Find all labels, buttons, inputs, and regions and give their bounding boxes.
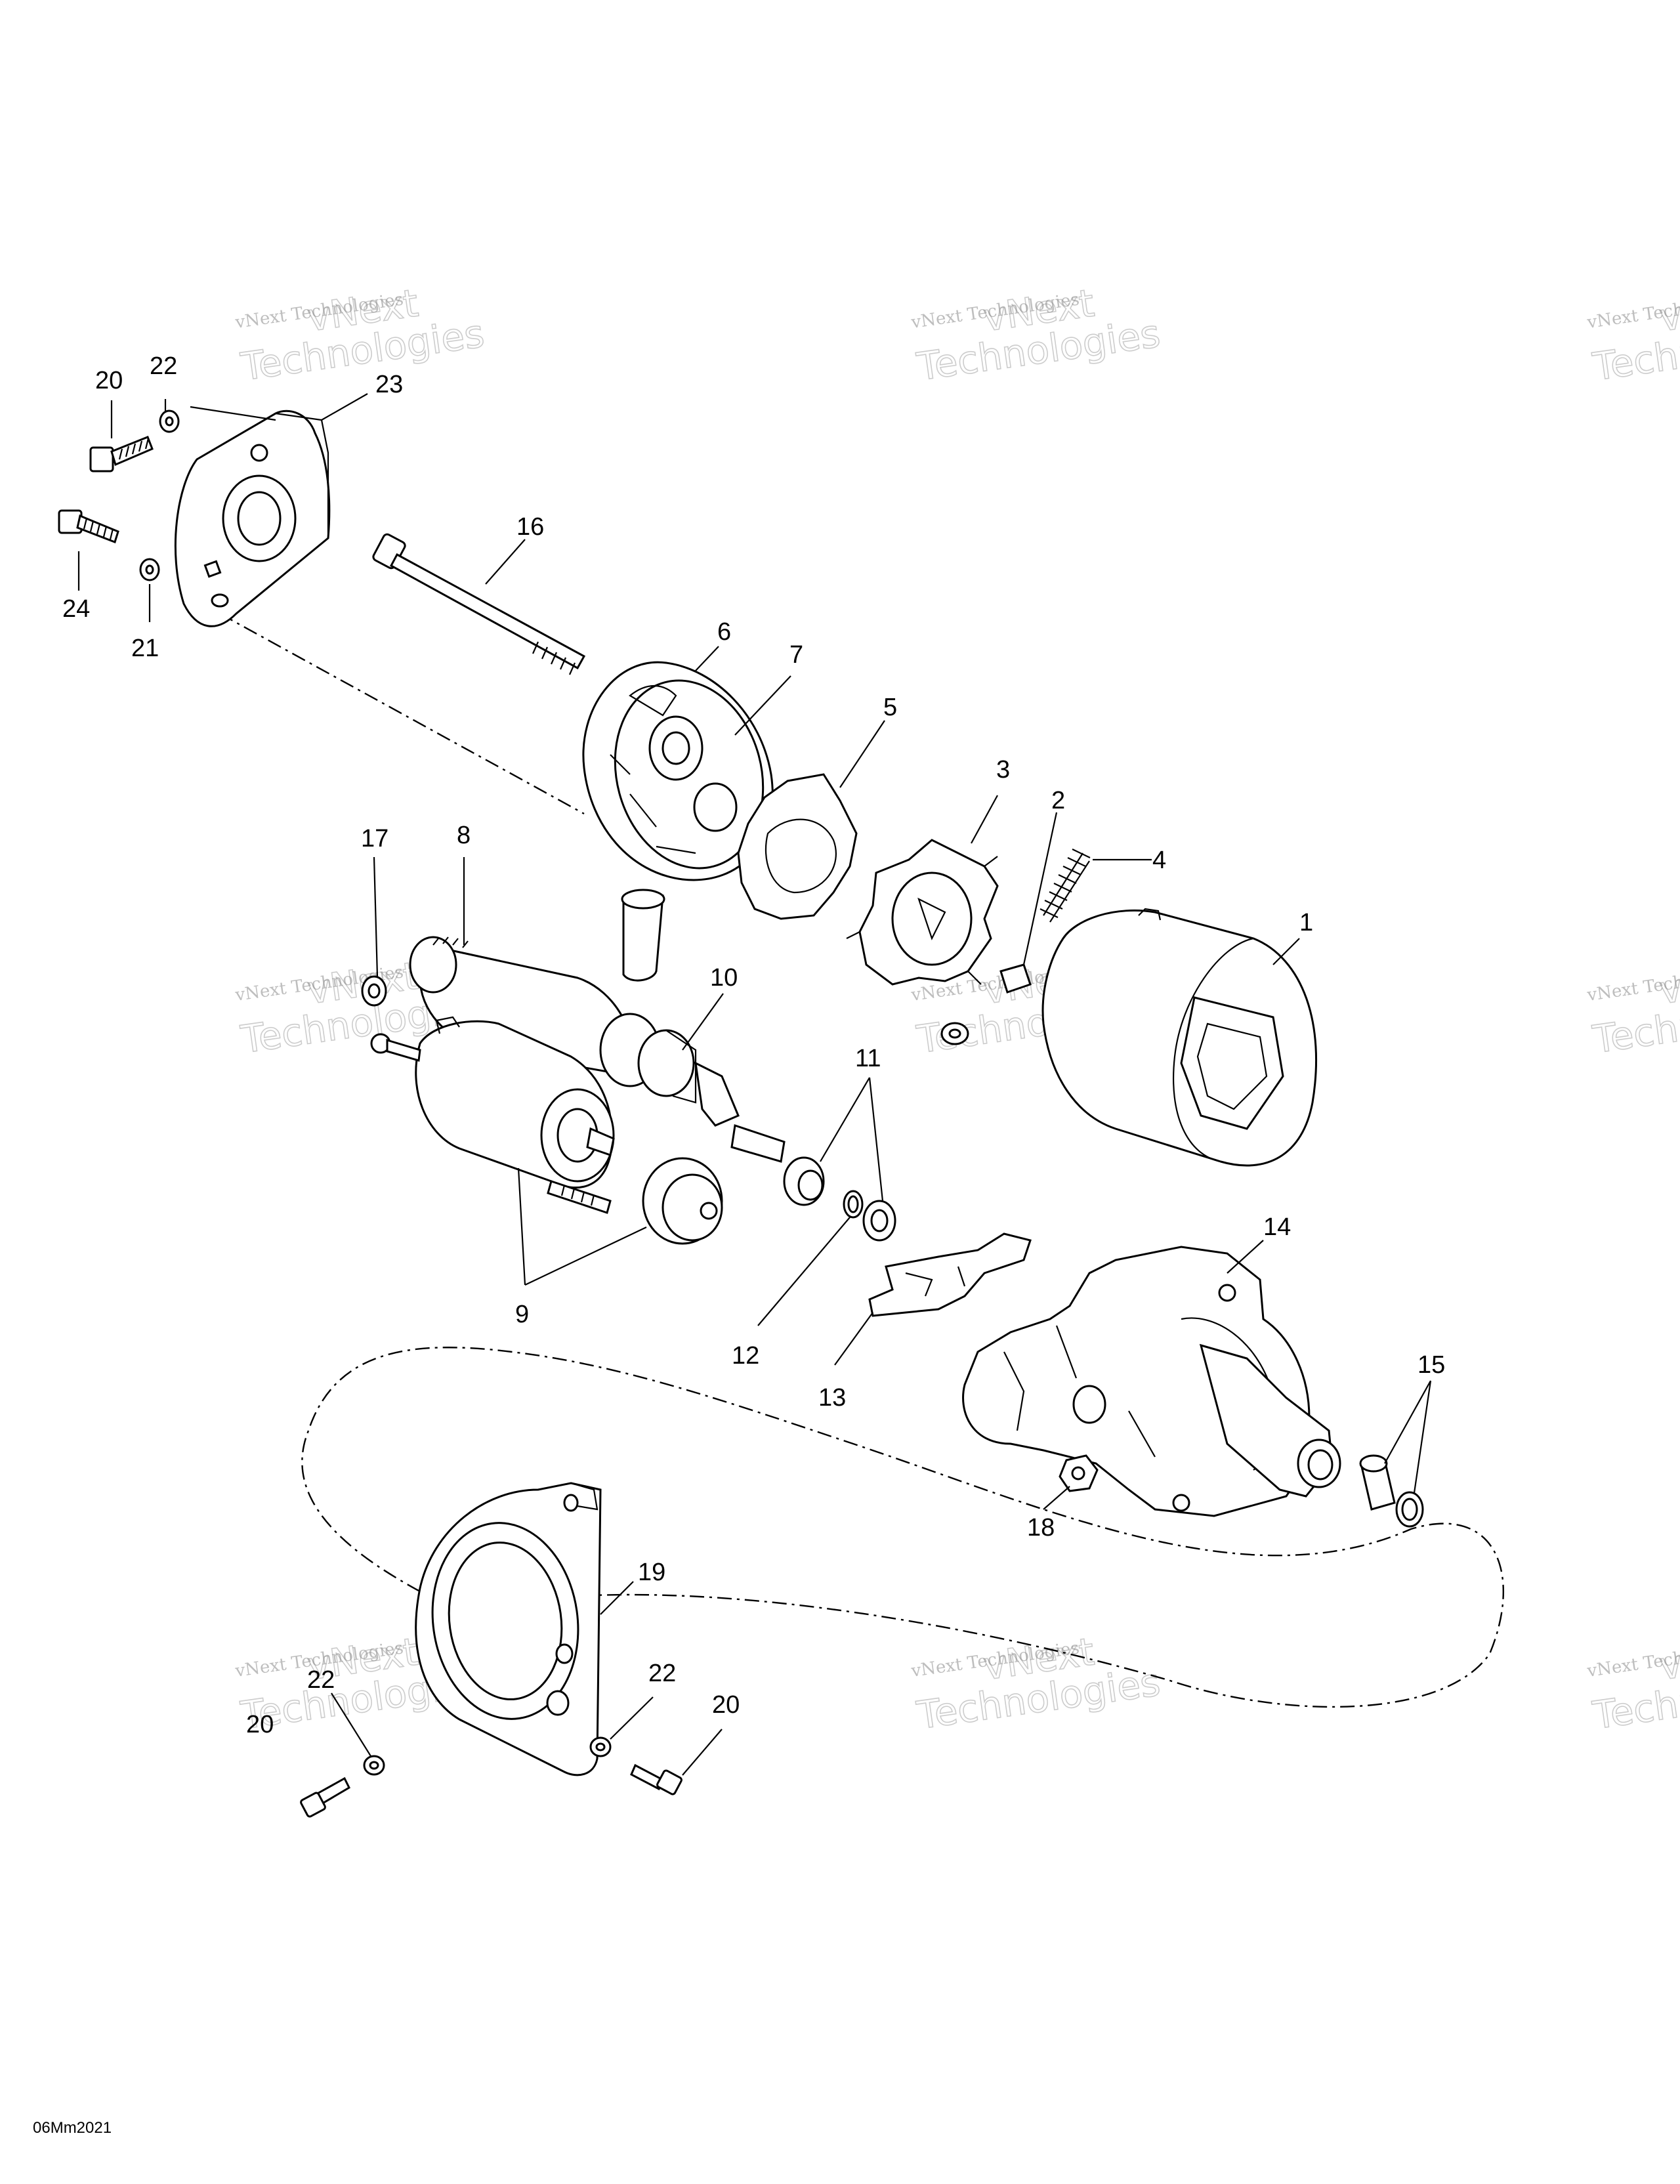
callout-8: 8 [457,822,471,849]
callout-2: 2 [1051,787,1065,814]
callout-24: 24 [62,595,90,623]
assembly-line-top [219,612,585,815]
callout-4: 4 [1152,847,1166,874]
callout-labels: 20 22 23 24 21 16 6 7 5 3 2 4 1 17 8 10 … [62,352,1445,1738]
callout-11: 11 [855,1045,881,1072]
bolt-24 [58,509,119,543]
callout-15: 15 [1418,1351,1445,1379]
callout-16: 16 [516,513,544,541]
callout-19: 19 [638,1559,665,1586]
callout-21: 21 [131,635,159,662]
watermark: Technologies vNext vNext Technologies [910,1629,1164,1738]
watermark: Technologies vNext vNext Technologies [1586,1629,1680,1738]
callout-12: 12 [732,1342,759,1370]
washer-21 [139,558,160,581]
callout-10: 10 [710,964,738,992]
brush-holder [846,839,999,986]
bushing-11 [783,1156,825,1206]
callout-22-lower-left: 22 [307,1666,335,1694]
brush [940,963,1032,1045]
callout-3: 3 [996,756,1010,784]
callout-22-upper: 22 [150,352,177,380]
watermark: Technologies vNext vNext Technologies [1586,953,1680,1062]
callout-20-upper: 20 [95,367,123,394]
washer-11 [862,1200,896,1242]
callout-14: 14 [1263,1213,1291,1241]
callout-18: 18 [1027,1514,1055,1542]
watermark: Technologies vNext vNext Technologies [234,280,488,390]
bolt-20-lower-left [300,1776,350,1818]
through-bolt [372,533,586,675]
callout-6: 6 [717,618,731,646]
callout-20-lower-right: 20 [712,1691,740,1719]
nut-18 [1059,1454,1099,1492]
washer-22-lower-right [589,1736,612,1757]
assembly-loop-bottom [301,1347,1504,1708]
lower-mounting-bracket [415,1482,602,1776]
callout-1: 1 [1299,909,1313,936]
washer-22-lower-left [363,1755,385,1776]
washer-22-upper [159,410,180,433]
upper-mounting-bracket [174,410,331,627]
callout-20-lower-left: 20 [246,1711,274,1738]
leader-lines [77,393,1432,1776]
figure-code: 06Mm2021 [33,2119,112,2137]
brush-pin [621,889,665,982]
callout-13: 13 [818,1384,846,1412]
drive-housing [962,1246,1341,1517]
plunger-cap [642,1157,723,1245]
washer-17 [361,975,387,1007]
callout-5: 5 [883,694,897,721]
gasket-plate [737,773,858,920]
watermark: Technologies vNext vNext Technologies [1586,280,1680,390]
bushing-15 [1359,1454,1424,1528]
callout-23: 23 [375,371,403,398]
callout-22-lower-right: 22 [648,1660,676,1687]
retaining-ring-12 [843,1190,864,1219]
shift-lever [868,1232,1032,1317]
bolt-20-upper [89,436,154,472]
callout-9: 9 [515,1301,529,1328]
solenoid [370,1016,615,1214]
callout-7: 7 [789,641,803,669]
callout-17: 17 [361,825,388,852]
bolt-20-lower-right [630,1763,682,1796]
end-housing [582,661,774,881]
yoke-housing [1041,908,1317,1167]
watermark: Technologies vNext vNext Technologies [910,280,1164,390]
brush-spring [1040,849,1091,923]
